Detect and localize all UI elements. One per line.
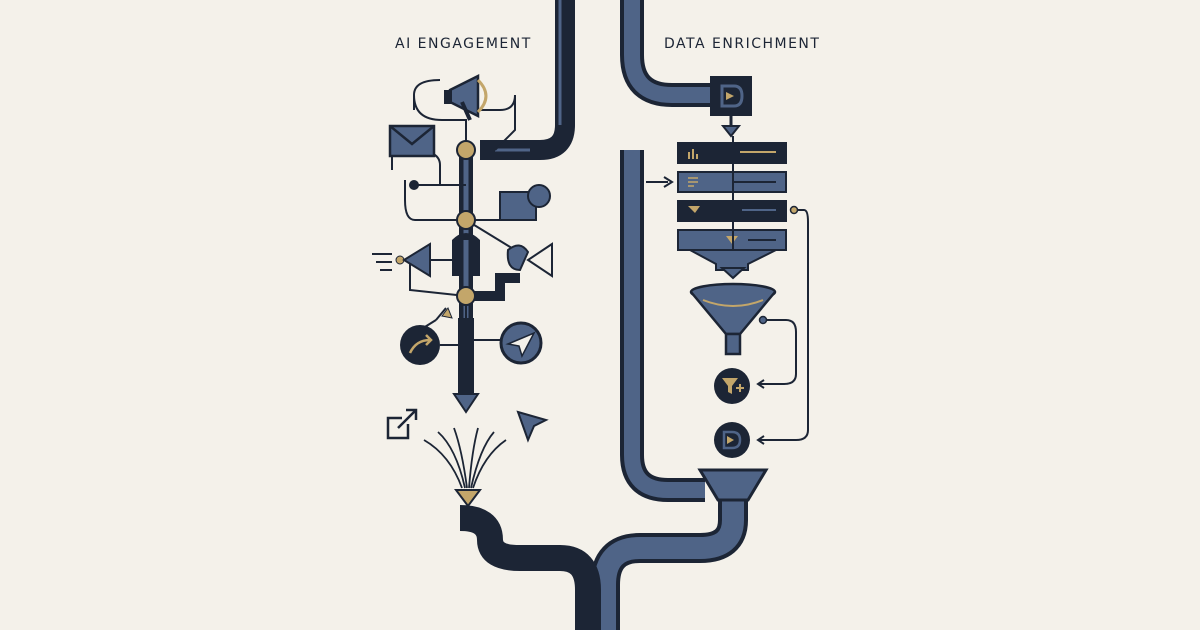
data-enrichment-label: DATA ENRICHMENT [664, 36, 821, 52]
list-icon [688, 177, 698, 187]
node-dot [409, 180, 419, 190]
bar-chart-icon [688, 149, 698, 159]
filter-icon [372, 242, 431, 278]
left-connectors [391, 79, 516, 346]
feedback-lines [756, 209, 809, 445]
node-1 [456, 140, 476, 160]
right-pipe [590, 0, 769, 630]
external-link-icon [386, 408, 418, 440]
left-nodes [395, 140, 476, 306]
left-pipe [459, 0, 601, 630]
node-2 [456, 210, 476, 230]
funnel-spray-icon [423, 427, 507, 508]
play-triangle-icon [506, 242, 553, 278]
down-arrow-icon [452, 393, 480, 414]
data-stack [677, 136, 787, 251]
node-3 [456, 286, 476, 306]
gold-arrow-icon [441, 306, 453, 319]
filter-icon [688, 206, 700, 213]
ai-engagement-label: AI ENGAGEMENT [395, 36, 532, 52]
mail-icon [388, 124, 436, 158]
merge-funnel-icon [697, 468, 769, 502]
split-node-icon [452, 233, 480, 276]
chat-icon [499, 184, 551, 221]
cursor-icon [516, 410, 549, 443]
logo-icon [710, 76, 752, 116]
funnel-icon [689, 282, 777, 356]
filter-add-icon [714, 368, 750, 404]
megaphone-icon [444, 73, 488, 121]
left-spine [452, 150, 520, 414]
logo-circle-icon [714, 422, 750, 458]
send-icon [499, 321, 543, 365]
arrow-circle-icon [400, 325, 440, 365]
